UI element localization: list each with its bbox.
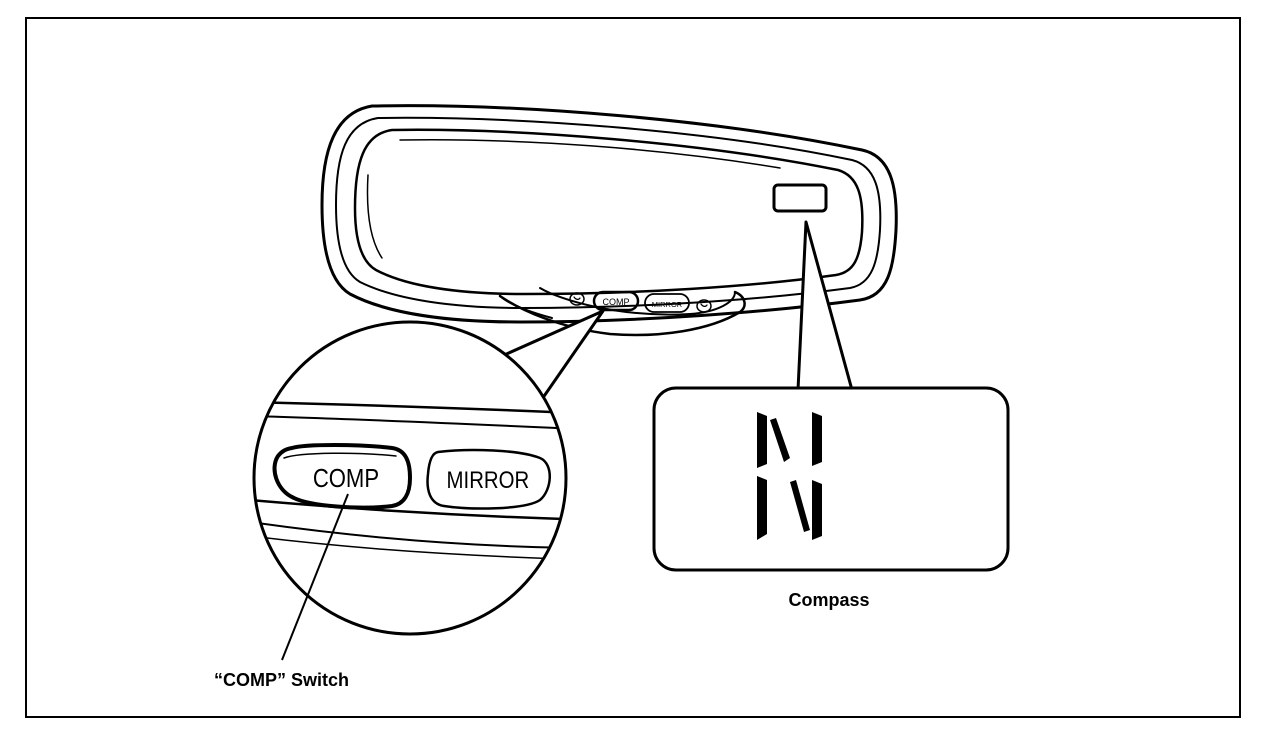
compass-heading-value: N	[0, 0, 1, 1]
diagram-frame	[25, 17, 1241, 718]
mirror-button-large-label: MIRROR	[447, 466, 530, 493]
comp-button-large-label: COMP	[313, 464, 379, 493]
rearview-mirror	[320, 104, 898, 337]
mirror-button-small-label: MIRROR	[652, 300, 683, 309]
mirror-housing-outer	[320, 104, 898, 324]
mirror-bezel	[335, 116, 882, 309]
mirror-glass	[353, 128, 864, 296]
comp-button-large[interactable]	[272, 443, 412, 510]
comp-switch-label: “COMP” Switch	[214, 670, 349, 690]
comp-button-small-label: COMP	[603, 297, 630, 307]
mirror-button-small[interactable]	[644, 293, 690, 313]
button-pod	[498, 290, 746, 337]
compass-window	[772, 183, 828, 213]
compass-pointer	[796, 220, 854, 391]
compass-label: Compass	[788, 590, 869, 610]
compass-callout	[652, 220, 1010, 572]
right-sensor-icon	[696, 299, 712, 313]
comp-button-small[interactable]	[592, 290, 640, 312]
left-sensor-icon	[569, 292, 585, 306]
compass-display	[652, 386, 1010, 572]
comp-switch-leader	[281, 493, 349, 661]
mirror-button-large[interactable]	[426, 448, 551, 510]
compass-heading-segments	[757, 412, 822, 540]
comp-callout	[252, 309, 605, 636]
